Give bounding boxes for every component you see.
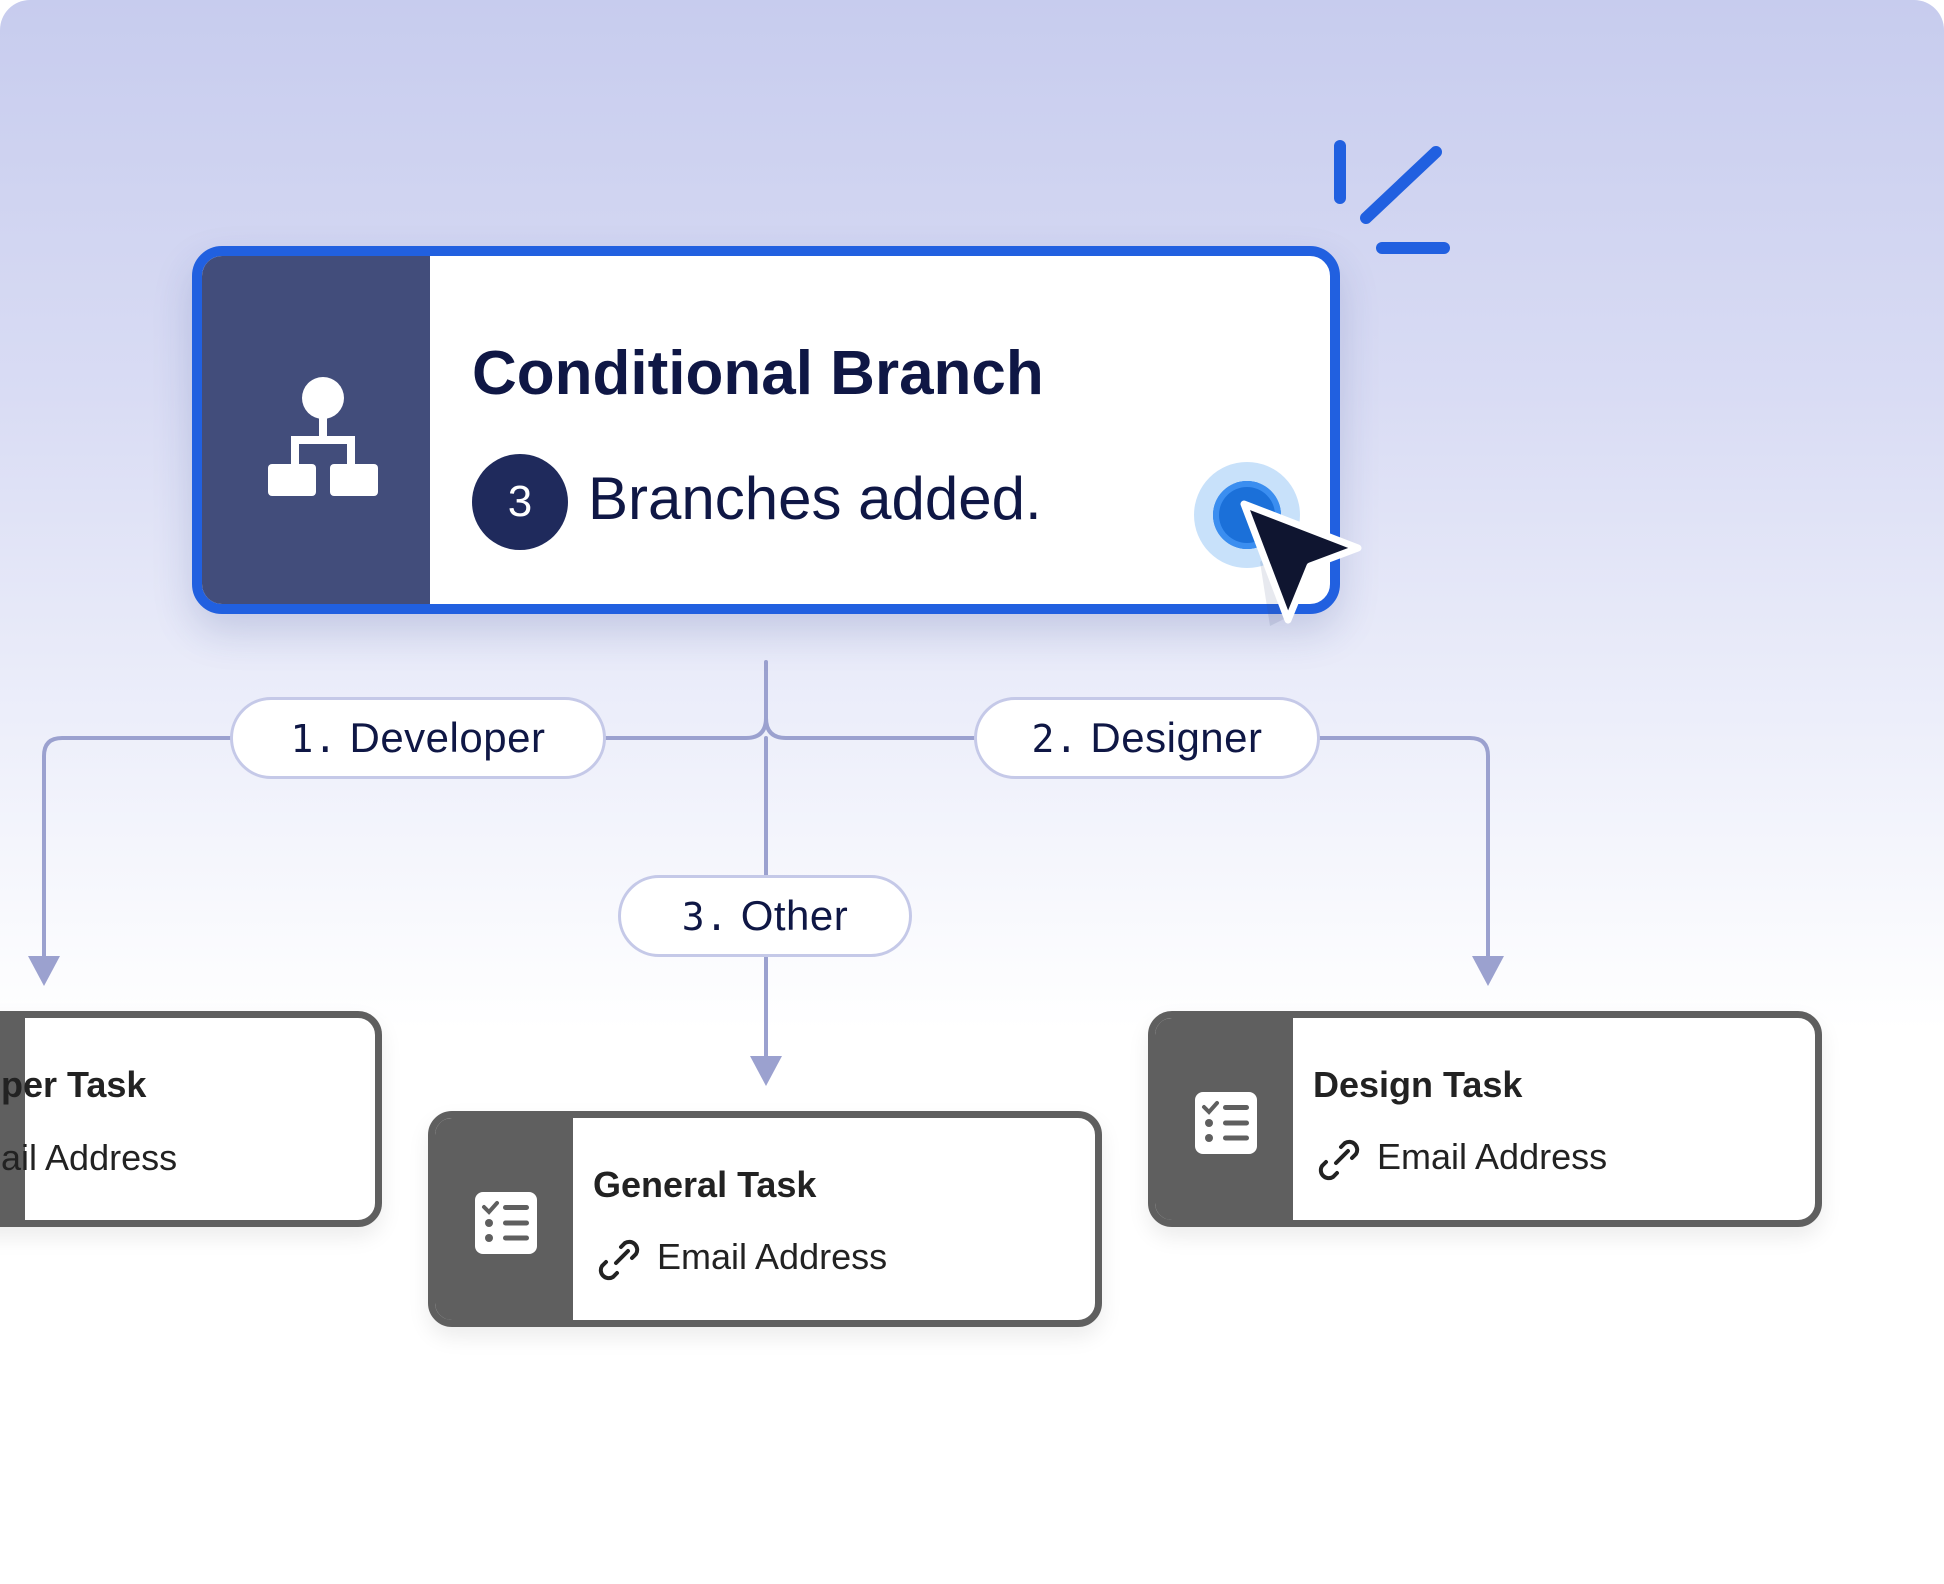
node-title: Conditional Branch — [472, 339, 1044, 408]
link-icon — [598, 1239, 640, 1281]
task-card-design[interactable]: Design Task Email Address — [1148, 1011, 1822, 1227]
branch-number: 3. — [681, 895, 729, 939]
task-title: General Task — [593, 1164, 817, 1205]
task-card-general[interactable]: General Task Email Address — [428, 1111, 1102, 1327]
arrow-designer — [1472, 956, 1504, 986]
task-sidebar — [0, 1018, 25, 1220]
task-sidebar — [1155, 1018, 1293, 1220]
branch-label-developer[interactable]: 1. Developer — [230, 697, 606, 779]
task-title: Design Task — [1313, 1064, 1523, 1105]
branch-number: 1. — [290, 717, 338, 761]
hierarchy-icon — [268, 377, 378, 496]
branch-label-designer[interactable]: 2. Designer — [974, 697, 1320, 779]
connector-right — [764, 716, 1490, 962]
branch-label-other[interactable]: 3. Other — [618, 875, 912, 957]
node-sidebar — [202, 256, 430, 604]
task-field: ail Address — [1, 1137, 178, 1178]
task-title: per Task — [1, 1064, 147, 1105]
arrow-developer — [28, 956, 60, 986]
checklist-icon — [1195, 1092, 1257, 1154]
branch-count-badge: 3 — [472, 454, 568, 550]
task-field: Email Address — [657, 1236, 888, 1277]
task-field: Email Address — [1377, 1136, 1608, 1177]
branch-name: Developer — [349, 714, 546, 761]
node-subtitle: Branches added. — [588, 465, 1042, 532]
checklist-icon — [475, 1192, 537, 1254]
branch-number: 2. — [1031, 717, 1079, 761]
branch-name: Other — [740, 892, 849, 939]
branch-name: Designer — [1090, 714, 1263, 761]
arrow-general — [750, 1056, 782, 1086]
conditional-branch-node[interactable]: Conditional Branch 3 Branches added. — [192, 246, 1340, 614]
task-sidebar — [435, 1118, 573, 1320]
cursor-arrow-icon — [1240, 500, 1362, 626]
sparkle-icon — [1334, 140, 1450, 254]
link-icon — [1318, 1139, 1360, 1181]
task-card-developer[interactable]: per Task ail Address — [0, 1011, 382, 1227]
